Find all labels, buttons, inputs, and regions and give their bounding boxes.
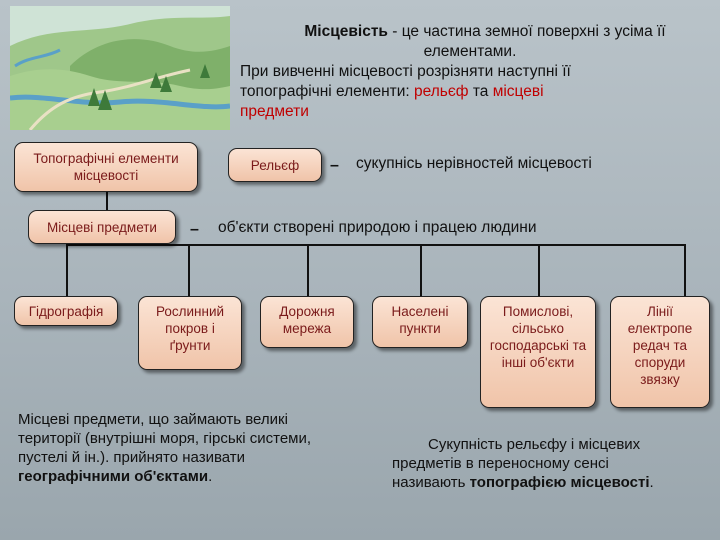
- bottom-left-line2: території (внутрішні моря, гірські систе…: [18, 430, 312, 447]
- local-dash: –: [190, 221, 199, 238]
- bottom-left-line3: пустелі й ін.). прийнято називати: [18, 449, 246, 466]
- intro-local-word: місцеві: [492, 83, 544, 100]
- intro-term: Місцевість: [304, 23, 388, 40]
- connector-drop-power: [684, 244, 686, 296]
- industrial-objects-label: Помислові, сільсько господарські та інші…: [489, 304, 587, 370]
- settlements-box: Населені пункти: [372, 296, 468, 348]
- topography-term: топографією місцевості: [469, 474, 650, 491]
- intro-and-word: та: [468, 83, 493, 100]
- intro-line3: При вивченні місцевості розрізняти насту…: [240, 63, 571, 80]
- settlements-label: Населені пункти: [391, 304, 449, 336]
- power-lines-box: Лінії електропе редач та споруди звязку: [610, 296, 710, 408]
- bottom-right-line1: Сукупність рельєфу і місцевих: [428, 436, 641, 453]
- bottom-right-line2: предметів в переносному сенсі: [392, 455, 609, 472]
- local-objects-label: Місцеві предмети: [47, 219, 157, 235]
- bottom-right-line3: називають: [392, 474, 470, 491]
- relief-dash: –: [330, 157, 339, 174]
- connector-drop-industry: [538, 244, 540, 296]
- connector-bus: [66, 244, 686, 246]
- intro-objects-word: предмети: [240, 103, 309, 120]
- vegetation-label: Рослинний покров і ґрунти: [155, 304, 225, 353]
- relief-definition: сукупнісь нерівностей місцевості: [356, 155, 592, 172]
- road-network-box: Дорожня мережа: [260, 296, 354, 348]
- hydrography-label: Гідрографія: [28, 304, 104, 319]
- topography-note: Сукупність рельєфу і місцевих предметів …: [392, 435, 714, 492]
- intro-relief-word: рельєф: [414, 83, 469, 100]
- bottom-right-end: .: [649, 474, 654, 491]
- topographic-elements-box: Топографічні елементи місцевості: [14, 142, 198, 192]
- intro-paragraph: Місцевість - це частина земної поверхні …: [240, 22, 700, 122]
- relief-label: Рельєф: [250, 157, 300, 173]
- intro-line4: топографічні елементи:: [240, 83, 415, 100]
- topographic-elements-label: Топографічні елементи місцевості: [33, 151, 179, 183]
- power-lines-label: Лінії електропе редач та споруди звязку: [627, 304, 693, 387]
- geographic-objects-note: Місцеві предмети, що займають великі тер…: [18, 410, 388, 486]
- bottom-left-end: .: [208, 468, 213, 485]
- landscape-illustration: [10, 6, 230, 130]
- road-network-label: Дорожня мережа: [279, 304, 335, 336]
- bottom-left-line1: Місцеві предмети, що займають великі: [18, 411, 288, 428]
- connector-drop-road: [307, 244, 309, 296]
- geographic-objects-term: географічними об'єктами: [18, 468, 209, 485]
- intro-line1: - це частина земної поверхні з усіма її: [387, 23, 666, 40]
- relief-box: Рельєф: [228, 148, 322, 182]
- connector-drop-settle: [420, 244, 422, 296]
- connector-drop-veg: [188, 244, 190, 296]
- industrial-objects-box: Помислові, сільсько господарські та інші…: [480, 296, 596, 408]
- intro-line2: елементами.: [423, 43, 517, 60]
- vegetation-box: Рослинний покров і ґрунти: [138, 296, 242, 370]
- connector-vertical-main: [106, 192, 108, 210]
- local-objects-box: Місцеві предмети: [28, 210, 176, 244]
- hydrography-box: Гідрографія: [14, 296, 118, 326]
- connector-drop-hydro: [66, 244, 68, 296]
- local-definition: об'єкти створені природою і працею людин…: [218, 219, 537, 236]
